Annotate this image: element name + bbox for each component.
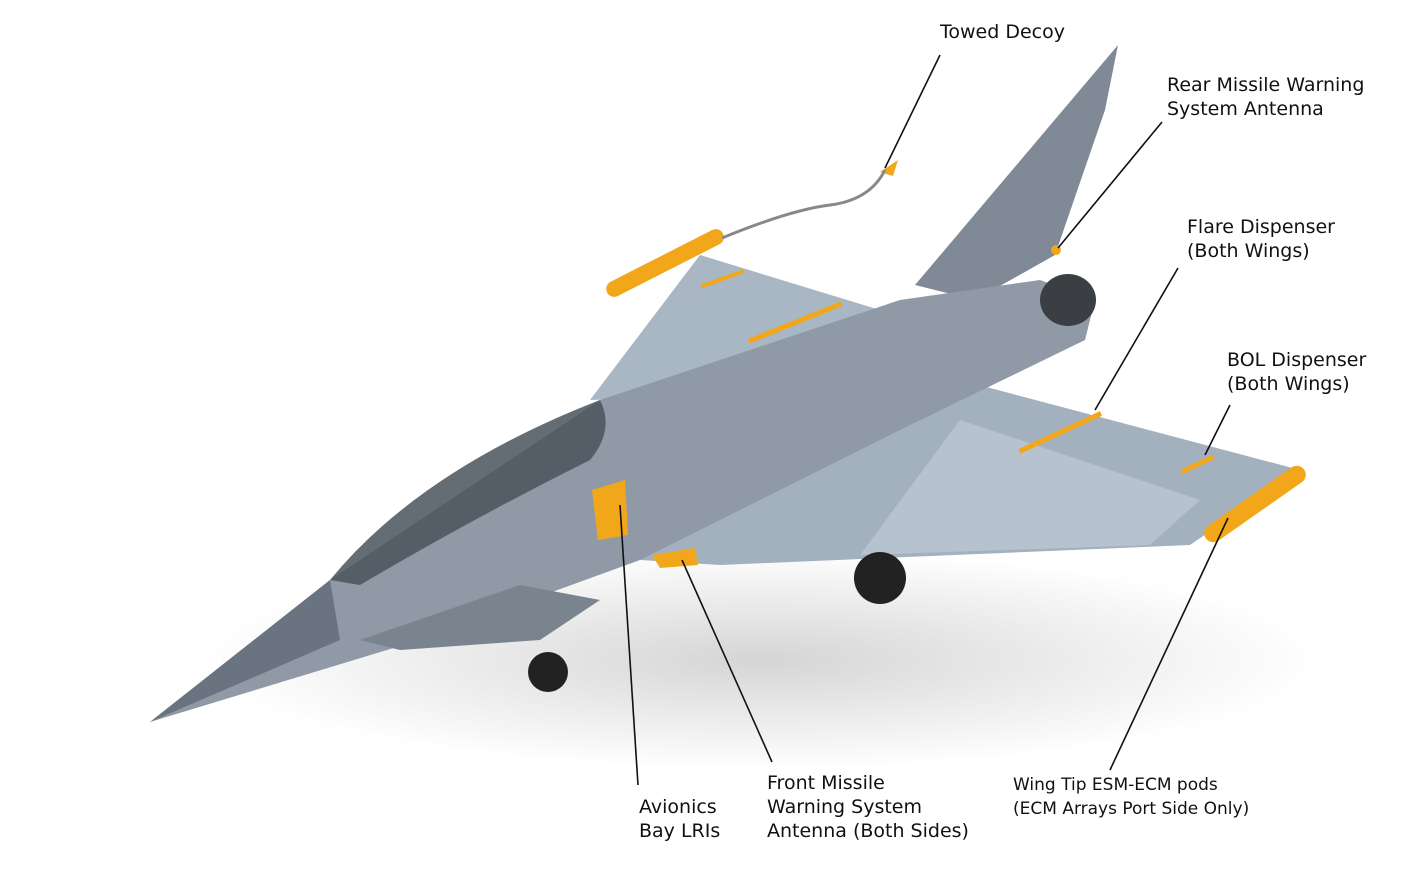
wingtip-pod bbox=[1204, 465, 1306, 543]
flare-dispenser bbox=[1018, 411, 1103, 454]
air-intake bbox=[360, 585, 600, 650]
label-towed-decoy: Towed Decoy bbox=[940, 21, 1065, 43]
leader-avionics bbox=[619, 504, 639, 786]
left-wing bbox=[590, 255, 880, 400]
tail-fin bbox=[915, 45, 1118, 300]
wing-strip bbox=[747, 301, 843, 344]
bol-dispenser bbox=[1180, 454, 1215, 474]
towed-decoy-pod bbox=[606, 229, 724, 297]
decoy-cable bbox=[721, 169, 887, 240]
label-flare-dispenser: Flare Dispenser(Both Wings) bbox=[1187, 216, 1335, 262]
leader-rear-mws bbox=[1057, 121, 1163, 249]
canopy bbox=[330, 400, 606, 585]
main-wheel bbox=[854, 552, 906, 604]
leader-bol bbox=[1204, 404, 1231, 456]
leader-wingtip bbox=[1109, 517, 1229, 771]
front-mws-antenna bbox=[652, 548, 698, 568]
leader-flare bbox=[1094, 267, 1179, 411]
avionics-bay bbox=[592, 480, 628, 540]
engine-nozzle bbox=[1040, 274, 1096, 326]
nose-radome bbox=[150, 580, 340, 722]
label-bol-dispenser: BOL Dispenser(Both Wings) bbox=[1227, 349, 1367, 395]
leader-towed-decoy bbox=[884, 54, 941, 169]
wing-strip bbox=[700, 269, 745, 289]
label-wingtip-pods: Wing Tip ESM-ECM pods(ECM Arrays Port Si… bbox=[1013, 775, 1250, 819]
nose-wheel bbox=[528, 652, 568, 692]
leader-front-mws bbox=[681, 559, 773, 763]
